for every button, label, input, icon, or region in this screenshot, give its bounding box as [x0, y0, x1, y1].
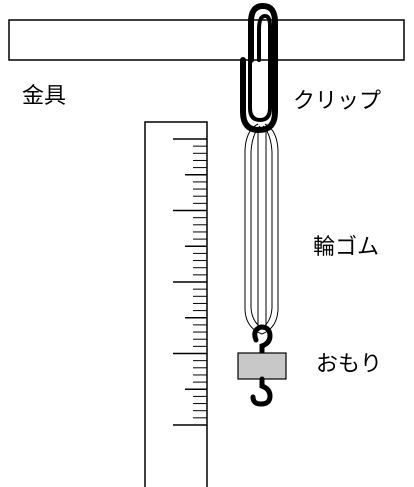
- bracket-label: 金具: [22, 84, 66, 109]
- paper-clip: [240, 2, 278, 134]
- ruler: [144, 121, 208, 487]
- weight-label: おもり: [316, 352, 382, 377]
- lower-hook: [250, 376, 273, 407]
- rubber-band-loop-outer: [244, 123, 279, 335]
- clip-outer-strand: [240, 2, 278, 134]
- clip-inner-strand: [248, 13, 272, 123]
- ruler-ticks: [173, 138, 207, 426]
- upper-hook: [252, 324, 273, 356]
- bracket-bar: [8, 19, 405, 61]
- rubber-band: [244, 123, 279, 335]
- rubber-band-loop-inner: [250, 125, 273, 329]
- clip-label: クリップ: [293, 89, 381, 114]
- ruler-outline: [144, 121, 208, 487]
- weight-block: [237, 352, 287, 380]
- rubber-band-strand-middle: [257, 128, 267, 330]
- rubber-band-label: 輪ゴム: [313, 235, 379, 260]
